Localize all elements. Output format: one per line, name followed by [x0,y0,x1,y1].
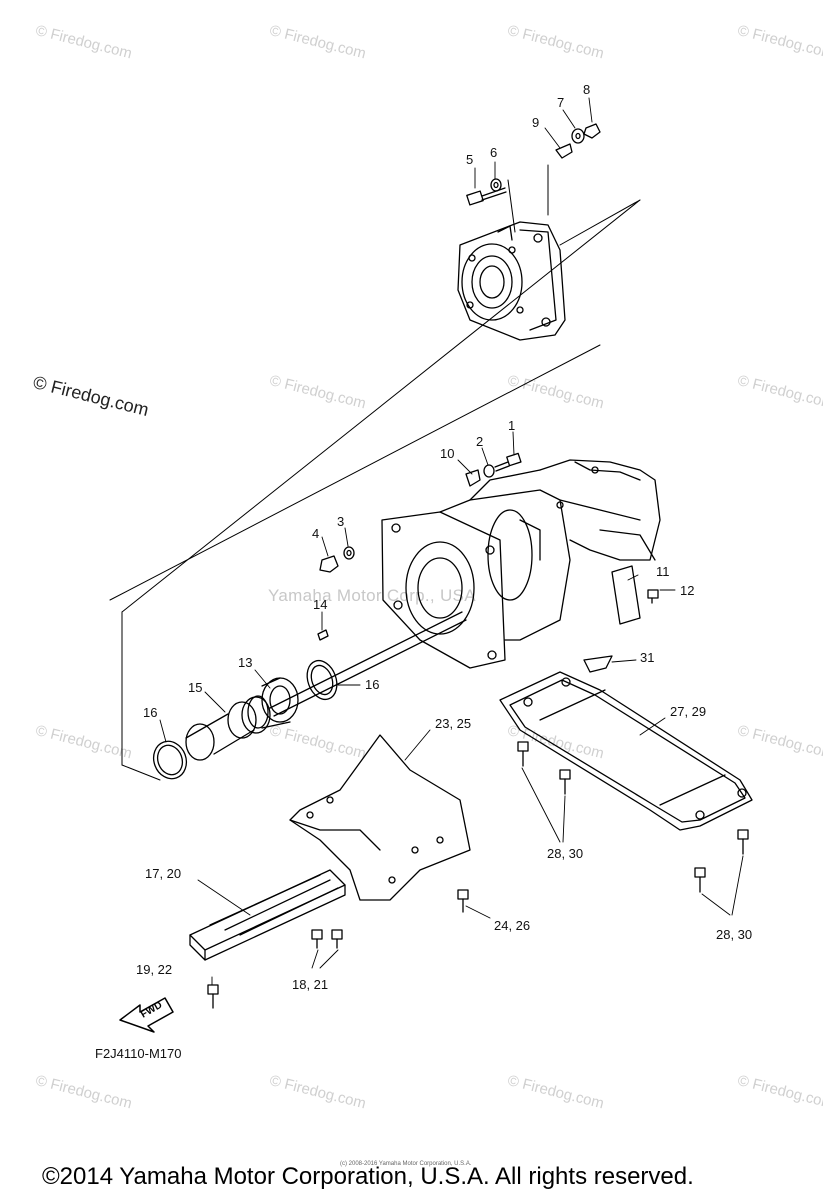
hose-clamp-16-lower [152,740,188,780]
callout-13: 13 [238,655,253,670]
callout-10: 10 [440,446,455,461]
callout-7: 7 [557,95,565,110]
callout-31: 31 [640,650,655,665]
callout-16-lower: 16 [143,705,158,720]
callout-27-29: 27, 29 [670,704,707,719]
callout-6: 6 [490,145,498,160]
callout-28-30-right: 28, 30 [716,927,753,942]
bolt-1 [494,452,522,472]
callout-19-22: 19, 22 [136,962,173,977]
callout-23-25: 23, 25 [435,716,472,731]
bolts-28-30-right [694,829,749,893]
small-print: (c) 2008-2016 Yamaha Motor Corporation, … [340,1161,472,1167]
nut-4 [319,555,339,573]
center-watermark: Yamaha Motor Corp., USA [268,586,476,605]
lock-plate-10 [465,469,481,487]
frame-line-bottom [121,764,161,781]
washer-6 [490,178,502,192]
ride-plate-27-29 [499,671,753,831]
frame-line-rear [559,199,641,246]
callout-11: 11 [656,564,670,579]
coupling-13 [247,677,299,729]
screw-24-26 [457,889,469,913]
plate-31 [583,655,613,673]
screw-19-22 [207,984,219,1009]
fwd-arrow-icon: FWD [119,997,174,1033]
callout-14: 14 [313,597,328,612]
washer-2 [483,464,495,478]
diagram-code: F2J4110-M170 [95,1046,182,1061]
hose-clamp-16-upper [306,659,338,701]
plate-11 [611,565,641,625]
callout-3: 3 [337,514,345,529]
screw-14 [317,629,329,641]
hose-15 [185,696,271,761]
screw-12 [647,589,659,599]
callout-28-30-left: 28, 30 [547,846,584,861]
callout-16-upper: 16 [365,677,380,692]
copyright-footer: ©2014 Yamaha Motor Corporation, U.S.A. A… [42,1163,694,1190]
intake-grate-17-20 [189,869,346,961]
drive-shaft [269,611,467,717]
jet-pump-housing [381,459,661,669]
callout-15: 15 [188,680,203,695]
frame-line-top [121,199,641,613]
washer-7 [571,128,585,144]
callout-4: 4 [312,526,320,541]
callout-8: 8 [583,82,591,97]
callout-2: 2 [476,434,484,449]
fwd-label: FWD [139,1000,164,1021]
bolt-5 [466,187,507,206]
frame-line-mid [109,344,601,601]
callout-5: 5 [466,152,474,167]
callout-9: 9 [532,115,540,130]
lock-plate-9 [555,143,573,159]
washer-3 [343,546,355,560]
callout-12: 12 [680,583,695,598]
bolts-28-30-left [517,741,571,795]
callout-17-20: 17, 20 [145,866,182,881]
nut-8 [583,123,601,139]
callout-1: 1 [508,418,516,433]
bearing-housing [457,221,566,341]
screws-18-21 [311,929,343,949]
callout-24-26: 24, 26 [494,918,531,933]
intake-bracket-23-25 [289,734,471,901]
callout-18-21: 18, 21 [292,977,329,992]
leader-lines [159,97,744,986]
